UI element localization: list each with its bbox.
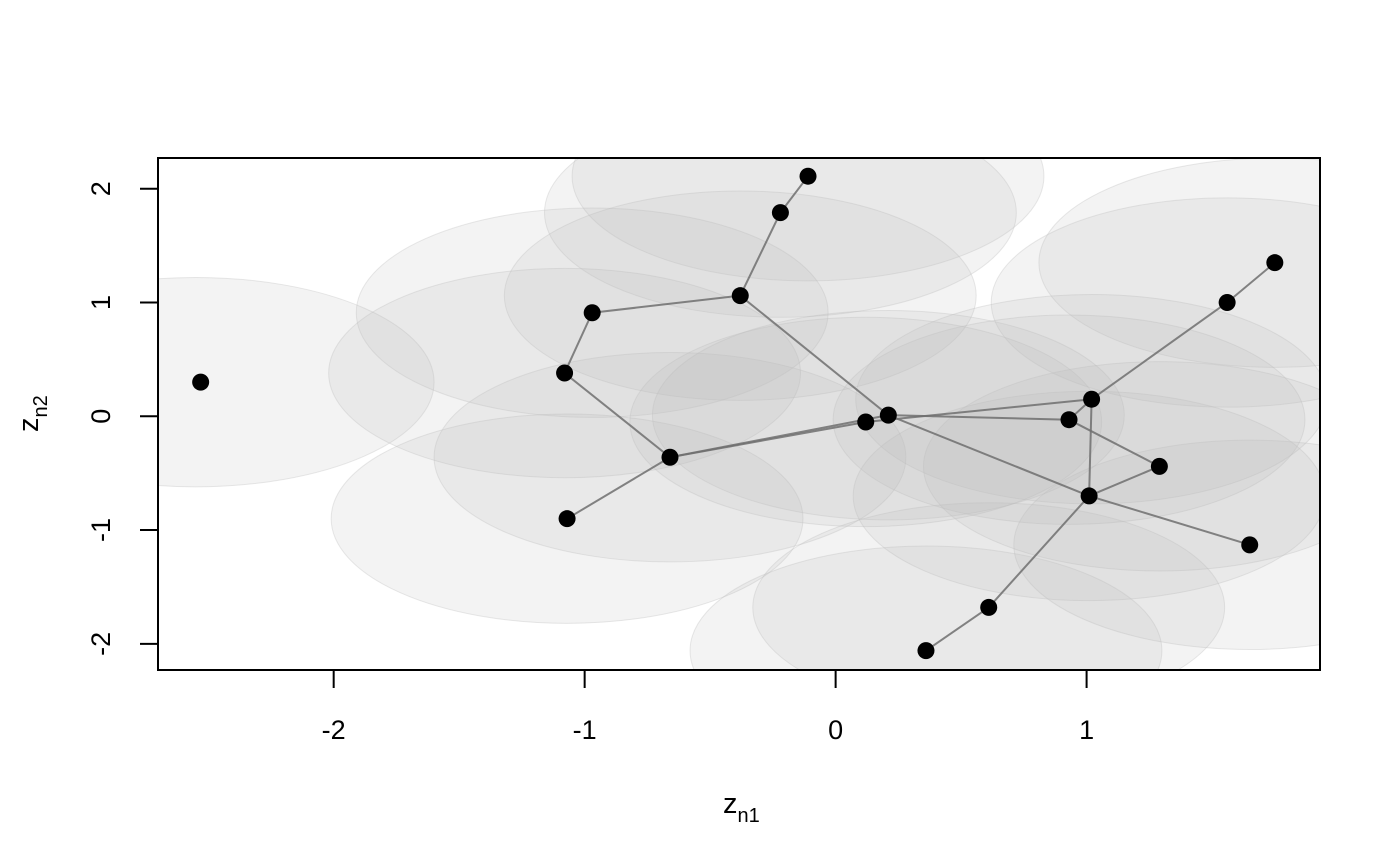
- data-point: [917, 642, 935, 660]
- edge-line: [888, 414, 1070, 421]
- data-point: [558, 510, 576, 528]
- edge-line: [987, 495, 1090, 609]
- uncertainty-ellipses: [158, 158, 1320, 670]
- edge-line: [563, 312, 594, 374]
- data-point: [980, 598, 998, 616]
- edge-line: [563, 372, 671, 459]
- uncertainty-ellipse: [544, 158, 1017, 318]
- data-point: [1150, 457, 1168, 475]
- y-tick-label: -2: [86, 632, 116, 656]
- edge-line: [1226, 261, 1276, 304]
- uncertainty-ellipse: [158, 276, 435, 488]
- edge-line: [925, 606, 990, 652]
- uncertainty-ellipse: [923, 361, 1320, 572]
- x-axis: -2 -1 0 1: [322, 669, 1094, 745]
- points: [192, 167, 1284, 660]
- x-axis-title: zn1: [723, 788, 760, 827]
- data-point: [583, 304, 601, 322]
- data-point: [556, 364, 574, 382]
- edge-line: [1091, 301, 1228, 401]
- data-point: [1060, 411, 1078, 429]
- uncertainty-ellipse: [571, 158, 1045, 282]
- x-tick-label: 1: [1079, 715, 1094, 745]
- edge-line: [887, 414, 1090, 497]
- uncertainty-ellipse: [752, 502, 1226, 670]
- y-axis-title: zn2: [13, 395, 52, 432]
- uncertainty-ellipse: [689, 545, 1163, 670]
- data-point: [661, 448, 679, 466]
- data-point: [1218, 293, 1236, 311]
- edge-line: [1088, 465, 1160, 497]
- edge-line: [739, 294, 889, 416]
- edge-line: [592, 294, 741, 314]
- edges: [563, 175, 1276, 652]
- data-point: [799, 167, 817, 185]
- uncertainty-ellipse: [990, 197, 1320, 408]
- data-point: [857, 413, 875, 431]
- y-tick-label: 0: [86, 409, 116, 424]
- edge-line: [739, 212, 782, 297]
- data-point: [1083, 390, 1101, 408]
- edge-line: [865, 398, 1092, 423]
- edge-line: [1088, 494, 1251, 546]
- data-point: [731, 287, 749, 305]
- data-point: [1241, 536, 1259, 554]
- edge-line: [1088, 399, 1093, 496]
- data-point: [771, 204, 789, 222]
- data-point: [1266, 254, 1284, 272]
- edge-line: [1068, 418, 1160, 468]
- x-tick-label: -2: [322, 715, 346, 745]
- y-tick-label: -1: [86, 518, 116, 542]
- edge-line: [669, 414, 889, 459]
- x-tick-label: -1: [573, 715, 597, 745]
- y-tick-label: 1: [86, 295, 116, 310]
- y-tick-label: 2: [86, 181, 116, 196]
- data-point: [192, 373, 210, 391]
- x-tick-label: 0: [828, 715, 843, 745]
- y-axis: -2 -1 0 1 2: [86, 181, 159, 656]
- data-point: [1080, 487, 1098, 505]
- edge-line: [566, 456, 671, 520]
- data-point: [879, 406, 897, 424]
